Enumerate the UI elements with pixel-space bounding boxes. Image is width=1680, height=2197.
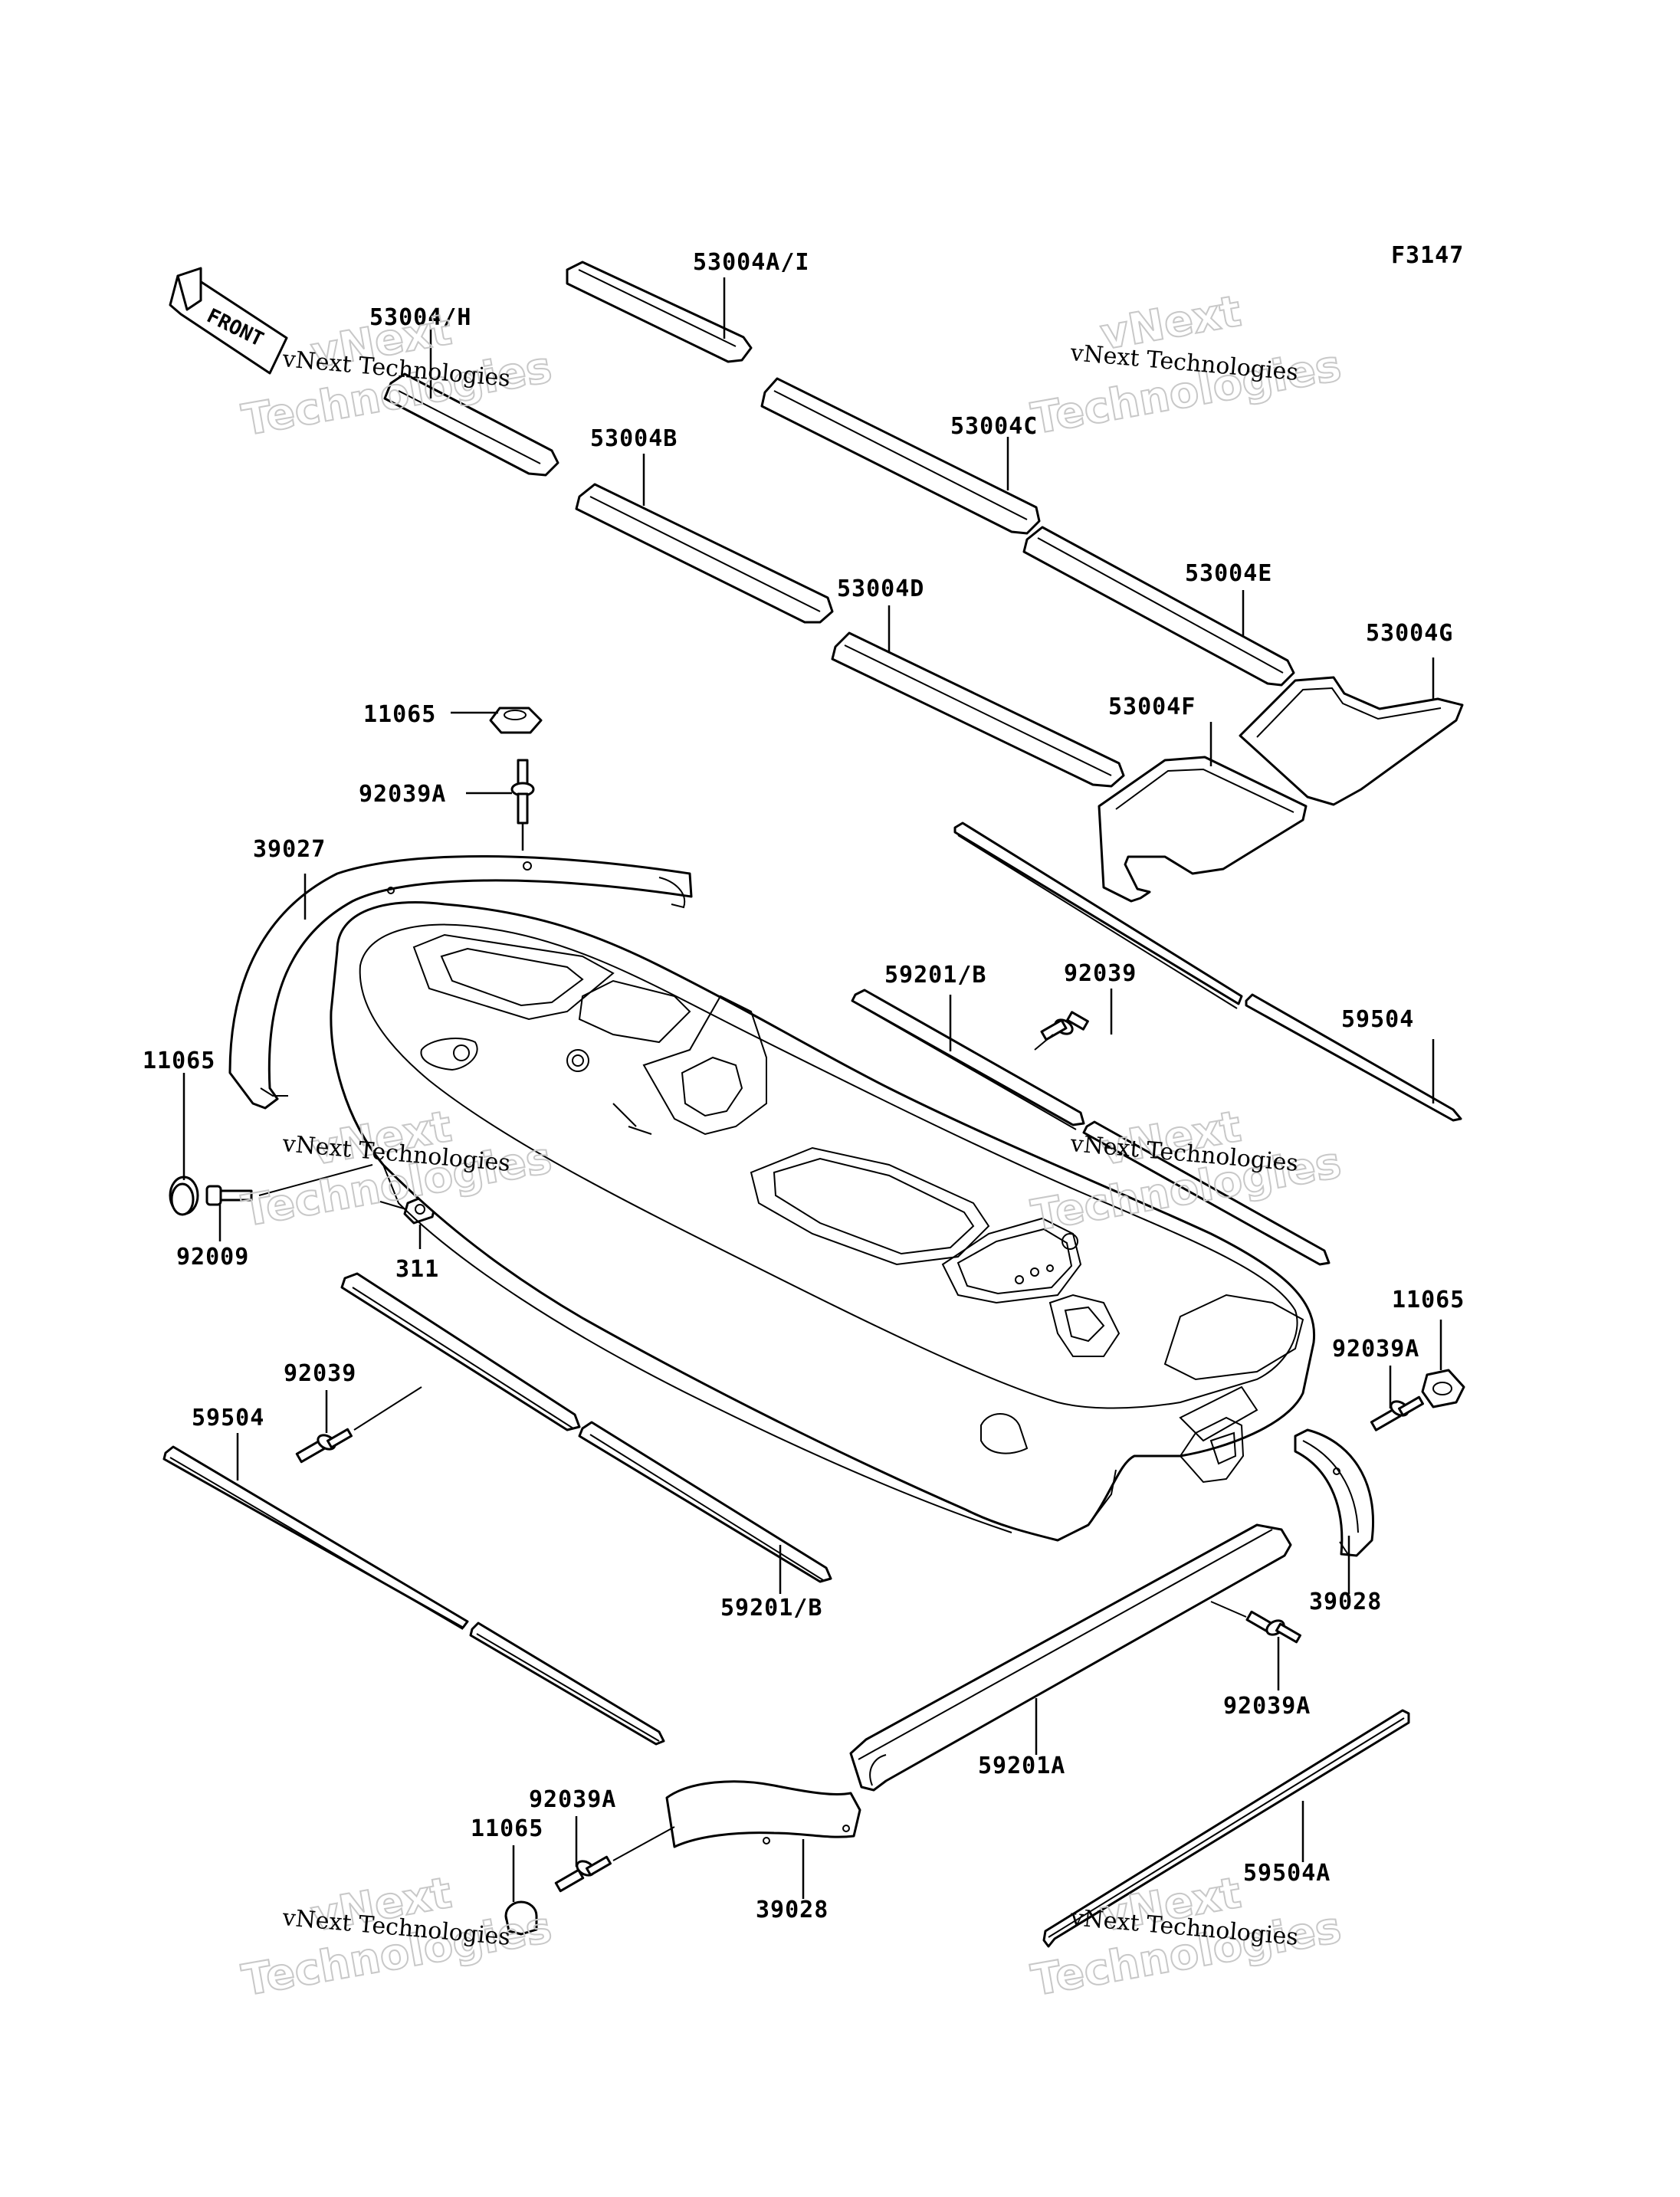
watermark-5: vNext Technologies vNext Technologies (238, 1867, 556, 2007)
label-53004E: 53004E (1185, 560, 1272, 587)
rivet-92039A-top (510, 759, 535, 825)
label-53004D: 53004D (837, 575, 924, 602)
label-11065-right: 11065 (1392, 1287, 1465, 1313)
label-92039A-lowright: 92039A (1223, 1693, 1311, 1720)
mat-53004A-I (566, 261, 753, 363)
label-11065-left: 11065 (143, 1048, 215, 1074)
watermark-1: vNext Technologies vNext Technologies (238, 304, 556, 447)
label-92009: 92009 (176, 1244, 249, 1271)
bumper-39028-right (1294, 1428, 1374, 1557)
mat-53004G (1239, 676, 1464, 806)
front-arrow-icon: FRONT (169, 267, 288, 375)
jetski-hull (330, 901, 1316, 1542)
label-53004B: 53004B (590, 425, 678, 452)
label-53004A-I: 53004A/I (693, 249, 810, 276)
cap-11065-right (1421, 1369, 1465, 1408)
screw-92009 (205, 1185, 253, 1206)
label-39028-bottom: 39028 (756, 1897, 829, 1923)
label-92039-left: 92039 (284, 1360, 356, 1387)
label-39028-right: 39028 (1309, 1589, 1382, 1615)
rivet-92039A-lowright (1245, 1610, 1301, 1644)
label-53004H: 53004/H (369, 304, 471, 331)
rail-59201B-top (851, 989, 1331, 1266)
label-311: 311 (395, 1256, 439, 1283)
label-53004C: 53004C (950, 413, 1038, 440)
label-11065-top: 11065 (363, 701, 436, 728)
rivet-92039A-bottom (554, 1855, 612, 1893)
bumper-39028-bottom (665, 1780, 861, 1848)
bumper-39027 (228, 855, 693, 1110)
label-53004F: 53004F (1108, 694, 1196, 720)
mat-53004D (831, 631, 1125, 788)
mat-53004C (760, 377, 1041, 535)
label-11065-bottom: 11065 (471, 1815, 543, 1842)
rivet-92039-right (1040, 1011, 1089, 1041)
watermark-2: vNext Technologies vNext Technologies (1027, 286, 1345, 445)
label-59504-left: 59504 (192, 1405, 264, 1431)
mat-53004F (1098, 756, 1308, 903)
cap-11065-left (169, 1176, 199, 1216)
label-92039A-bottom: 92039A (529, 1786, 616, 1813)
label-39027: 39027 (253, 836, 326, 863)
watermark-6: vNext Technologies vNext Technologies (1027, 1867, 1345, 2007)
label-59504-right: 59504 (1341, 1006, 1414, 1033)
label-92039A-right: 92039A (1332, 1336, 1419, 1362)
mat-53004B (575, 483, 834, 624)
label-92039-right: 92039 (1064, 960, 1137, 987)
label-59201B-top: 59201/B (884, 962, 986, 989)
rail-59504A (1042, 1709, 1410, 1948)
rail-59201B-bottom (340, 1272, 832, 1583)
rail-59201A (849, 1523, 1292, 1792)
cap-11065-bottom (504, 1900, 538, 1936)
rivet-92039-left (295, 1428, 353, 1464)
rail-59504-right (953, 821, 1462, 1122)
label-53004G: 53004G (1366, 620, 1453, 647)
figure-code: F3147 (1391, 242, 1464, 269)
mat-53004H (383, 372, 559, 477)
label-59201A: 59201A (978, 1753, 1065, 1779)
nut-11065-top (489, 707, 543, 734)
label-59504A: 59504A (1243, 1860, 1331, 1887)
mat-53004E (1022, 526, 1295, 687)
label-59201B-bottom: 59201/B (720, 1595, 822, 1622)
label-92039A-top: 92039A (359, 781, 446, 808)
rail-59504-left (162, 1445, 665, 1746)
rivet-92039A-right (1370, 1395, 1424, 1431)
